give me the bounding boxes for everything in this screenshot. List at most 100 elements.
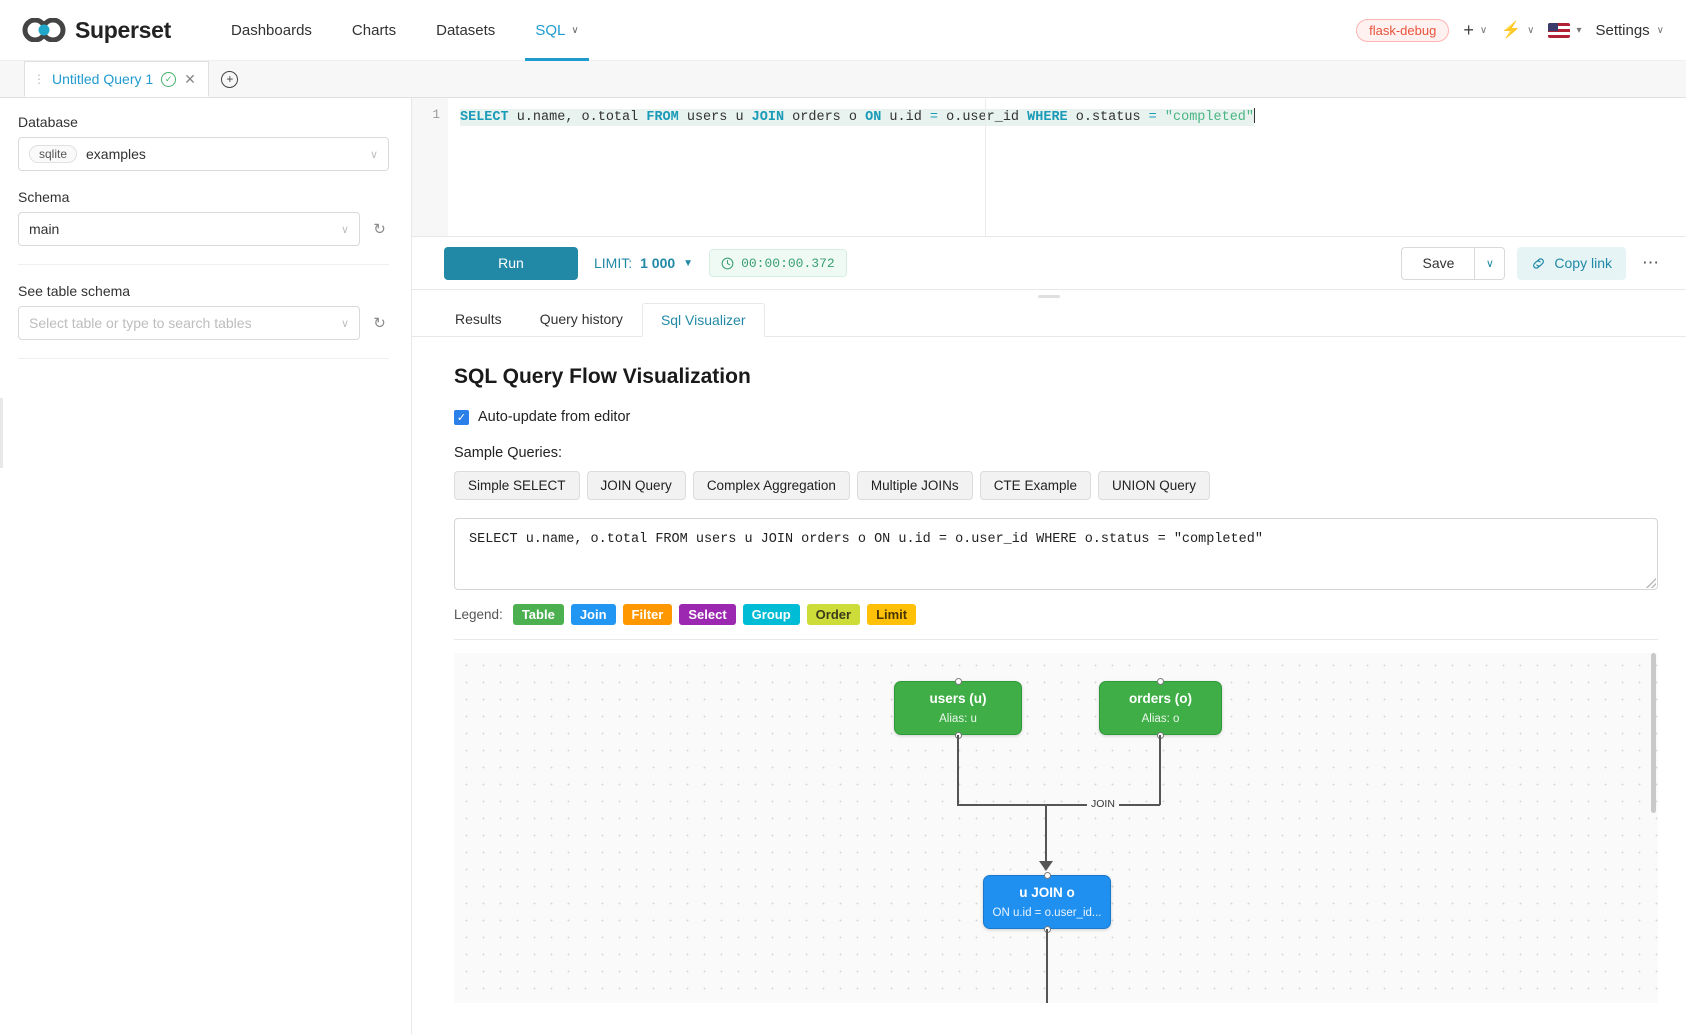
nav-link-charts[interactable]: Charts [332,0,416,61]
top-navbar: Superset Dashboards Charts Datasets SQL … [0,0,1686,61]
schema-field-row: main ∨ ↻ [18,212,389,246]
sample-query-union-query[interactable]: UNION Query [1097,471,1210,500]
add-query-tab-button[interactable]: + [208,61,251,97]
database-engine-chip: sqlite [29,145,78,163]
brand-title: Superset [75,16,172,43]
superset-brand[interactable]: Superset [22,17,171,44]
workspace: Database sqlite examples ∨ Schema main ∨… [0,98,1686,1034]
flow-node-join[interactable]: u JOIN o ON u.id = o.user_id... [983,871,1111,933]
check-circle-icon: ✓ [161,71,177,87]
chevron-down-icon: ∨ [1479,24,1488,36]
auto-update-label: Auto-update from editor [478,409,631,425]
canvas-scrollbar[interactable] [1651,653,1656,813]
node-subtitle: Alias: u [939,713,977,726]
database-field-row: sqlite examples ∨ [18,137,389,171]
node-port-top[interactable] [1157,677,1164,685]
schema-label: Schema [18,189,70,205]
nav-link-datasets[interactable]: Datasets [416,0,515,61]
table-select[interactable]: Select table or type to search tables ∨ [18,306,360,340]
pane-drag-handle[interactable] [412,290,1686,302]
sql-input-wrapper [454,518,1658,590]
limit-label: LIMIT: [594,255,633,271]
triangle-down-icon: ▼ [683,257,694,269]
sql-editor[interactable]: 1 SELECT u.name, o.total FROM users u JO… [412,98,1686,237]
database-select[interactable]: sqlite examples ∨ [18,137,389,171]
tab-sql-visualizer[interactable]: Sql Visualizer [641,303,765,337]
table-field-row: Select table or type to search tables ∨ … [18,306,389,340]
sample-query-multiple-joins[interactable]: Multiple JOINs [856,471,973,500]
schema-select[interactable]: main ∨ [18,212,360,246]
checkbox-checked-icon[interactable]: ✓ [454,409,469,425]
chevron-down-icon: ∨ [1527,24,1535,36]
save-dropdown-chevron-down-icon[interactable]: ∨ [1475,246,1506,280]
legend-item-group: Group [742,604,800,625]
editor-vertical-rule [985,98,986,236]
run-button[interactable]: Run [444,246,578,280]
limit-dropdown[interactable]: LIMIT: 1 000 ▼ [594,255,693,271]
legend-item-select: Select [679,604,736,625]
textarea-resize-handle[interactable] [1646,578,1656,588]
tab-label: Sql Visualizer [660,312,746,328]
query-tab-untitled-query-1[interactable]: ⋮ Untitled Query 1 ✓ ✕ [24,61,209,97]
legend-item-filter: Filter [622,604,673,625]
nav-link-dashboards[interactable]: Dashboards [211,0,332,61]
flow-canvas[interactable]: users (u) Alias: u orders (o) Alias: o [454,653,1658,1003]
chevron-down-icon: ∨ [1656,24,1664,36]
tab-label: Query history [539,311,623,327]
nav-link-sql[interactable]: SQL ∨ [515,0,598,61]
flask-debug-badge: flask-debug [1356,18,1450,42]
panel-resize-handle[interactable] [0,398,3,468]
nav-label: SQL [535,21,566,39]
copy-link-label: Copy link [1554,255,1612,271]
us-flag-icon [1548,22,1571,38]
copy-link-button[interactable]: Copy link [1517,246,1626,280]
chevron-down-icon: ∨ [571,24,579,36]
query-timer: 00:00:00.372 [709,249,847,277]
main-nav: Dashboards Charts Datasets SQL ∨ [211,0,599,61]
drag-grip-icon[interactable]: ⋮ [33,72,45,86]
sql-visualizer-pane: SQL Query Flow Visualization ✓ Auto-upda… [412,337,1686,1034]
plus-circle-icon: + [221,70,239,88]
new-item-button[interactable]: + ∨ [1463,20,1487,41]
sample-queries-label: Sample Queries: [454,445,562,461]
tab-label: Results [455,311,502,327]
link-icon [1533,257,1545,269]
node-port-top[interactable] [955,677,962,685]
settings-label: Settings [1595,21,1650,39]
triangle-down-icon: ▾ [1576,24,1582,36]
language-selector[interactable]: ▾ [1548,22,1582,38]
settings-menu[interactable]: Settings ∨ [1595,22,1664,39]
panel-divider [18,264,389,265]
tab-results[interactable]: Results [436,302,521,336]
save-button[interactable]: Save [1401,246,1476,280]
flow-node-orders[interactable]: orders (o) Alias: o [1099,677,1222,739]
node-port-top[interactable] [1044,871,1051,879]
close-icon[interactable]: ✕ [184,70,196,87]
tab-query-history[interactable]: Query history [521,302,642,336]
sql-code-line: SELECT u.name, o.total FROM users u JOIN… [460,109,1255,126]
line-number: 1 [432,108,440,122]
node-title: orders (o) [1128,690,1192,706]
save-button-group: Save ∨ [1401,246,1506,280]
clock-icon [721,257,734,269]
sample-query-complex-aggregation[interactable]: Complex Aggregation [692,471,850,500]
refresh-tables-icon[interactable]: ↻ [373,315,386,332]
editor-code-area[interactable]: SELECT u.name, o.total FROM users u JOIN… [448,98,1686,236]
flow-node-users[interactable]: users (u) Alias: u [894,677,1022,739]
chevron-down-icon: ∨ [369,148,378,161]
sample-query-join-query[interactable]: JOIN Query [586,471,686,500]
sample-query-simple-select[interactable]: Simple SELECT [454,471,580,500]
nav-label: Datasets [436,21,496,39]
node-subtitle: Alias: o [1141,713,1180,726]
refresh-schema-icon[interactable]: ↻ [373,221,386,238]
sample-query-cte-example[interactable]: CTE Example [979,471,1091,500]
more-options-icon[interactable]: ⋯ [1642,253,1660,272]
sql-input-textarea[interactable] [454,518,1658,590]
navbar-right-group: flask-debug + ∨ ⚡ ∨ ▾ Settings ∨ [1356,18,1664,42]
bolt-menu-button[interactable]: ⚡ ∨ [1501,20,1534,40]
legend-item-limit: Limit [867,604,917,625]
database-value: examples [86,146,146,162]
superset-logo-icon [22,17,66,43]
auto-update-checkbox-row[interactable]: ✓ Auto-update from editor [454,409,1646,425]
toolbar-right-group: Save ∨ Copy link ⋯ [1401,246,1664,280]
